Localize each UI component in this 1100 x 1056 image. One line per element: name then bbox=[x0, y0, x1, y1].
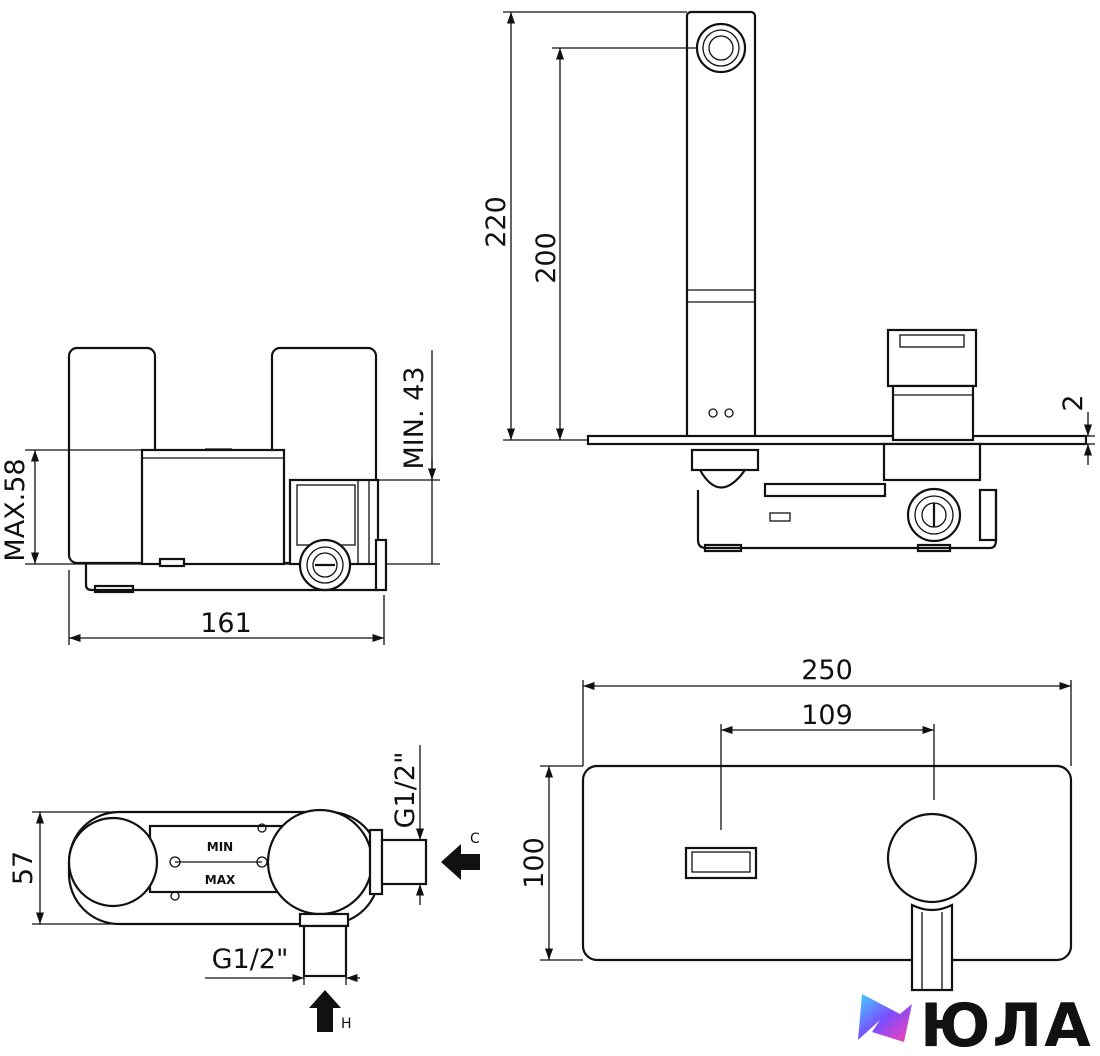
brand-logo-icon bbox=[858, 994, 912, 1042]
dim-inlet-cold-g12: G1/2" bbox=[390, 745, 427, 905]
front-view: 161 MAX.58 MIN. 43 bbox=[0, 346, 440, 645]
min-marking: MIN bbox=[207, 840, 233, 854]
svg-text:H: H bbox=[341, 1016, 352, 1032]
top-view: MIN MAX C H 57 G1/2" bbox=[8, 745, 480, 1032]
dim-width-161: 161 bbox=[68, 570, 385, 645]
plate-view: 250 109 100 bbox=[519, 655, 1073, 992]
dim-thickness-2: 2 bbox=[1058, 394, 1095, 465]
dim-height-200: 200 bbox=[531, 47, 697, 440]
svg-text:220: 220 bbox=[481, 196, 512, 248]
svg-text:MAX.58: MAX.58 bbox=[0, 458, 31, 561]
dim-center-109: 109 bbox=[720, 700, 935, 830]
svg-text:G1/2": G1/2" bbox=[390, 752, 421, 829]
dim-plate-width-250: 250 bbox=[582, 655, 1072, 766]
dim-plate-height-100: 100 bbox=[519, 765, 583, 961]
side-view: 220 200 2 bbox=[481, 10, 1095, 553]
svg-text:109: 109 bbox=[801, 700, 853, 731]
svg-text:MIN. 43: MIN. 43 bbox=[399, 367, 430, 470]
svg-text:100: 100 bbox=[519, 837, 550, 889]
svg-text:161: 161 bbox=[200, 608, 252, 639]
dim-height-min43: MIN. 43 bbox=[378, 350, 440, 565]
max-marking: MAX bbox=[205, 873, 236, 887]
dim-depth-57: 57 bbox=[8, 811, 300, 925]
hot-inlet-arrow-icon: H bbox=[309, 990, 352, 1032]
svg-text:2: 2 bbox=[1058, 394, 1089, 411]
brand-name: ЮЛА bbox=[920, 991, 1093, 1056]
dim-height-220: 220 bbox=[481, 11, 687, 441]
svg-text:250: 250 bbox=[801, 655, 853, 686]
dim-inlet-hot-g12: G1/2" bbox=[205, 944, 360, 985]
svg-text:C: C bbox=[470, 831, 480, 847]
svg-text:57: 57 bbox=[8, 851, 39, 885]
cold-inlet-arrow-icon: C bbox=[441, 831, 480, 880]
brand-logo: ЮЛА bbox=[858, 991, 1093, 1056]
dim-height-max58: MAX.58 bbox=[0, 449, 142, 565]
svg-text:G1/2": G1/2" bbox=[212, 944, 289, 975]
svg-text:200: 200 bbox=[531, 232, 562, 284]
